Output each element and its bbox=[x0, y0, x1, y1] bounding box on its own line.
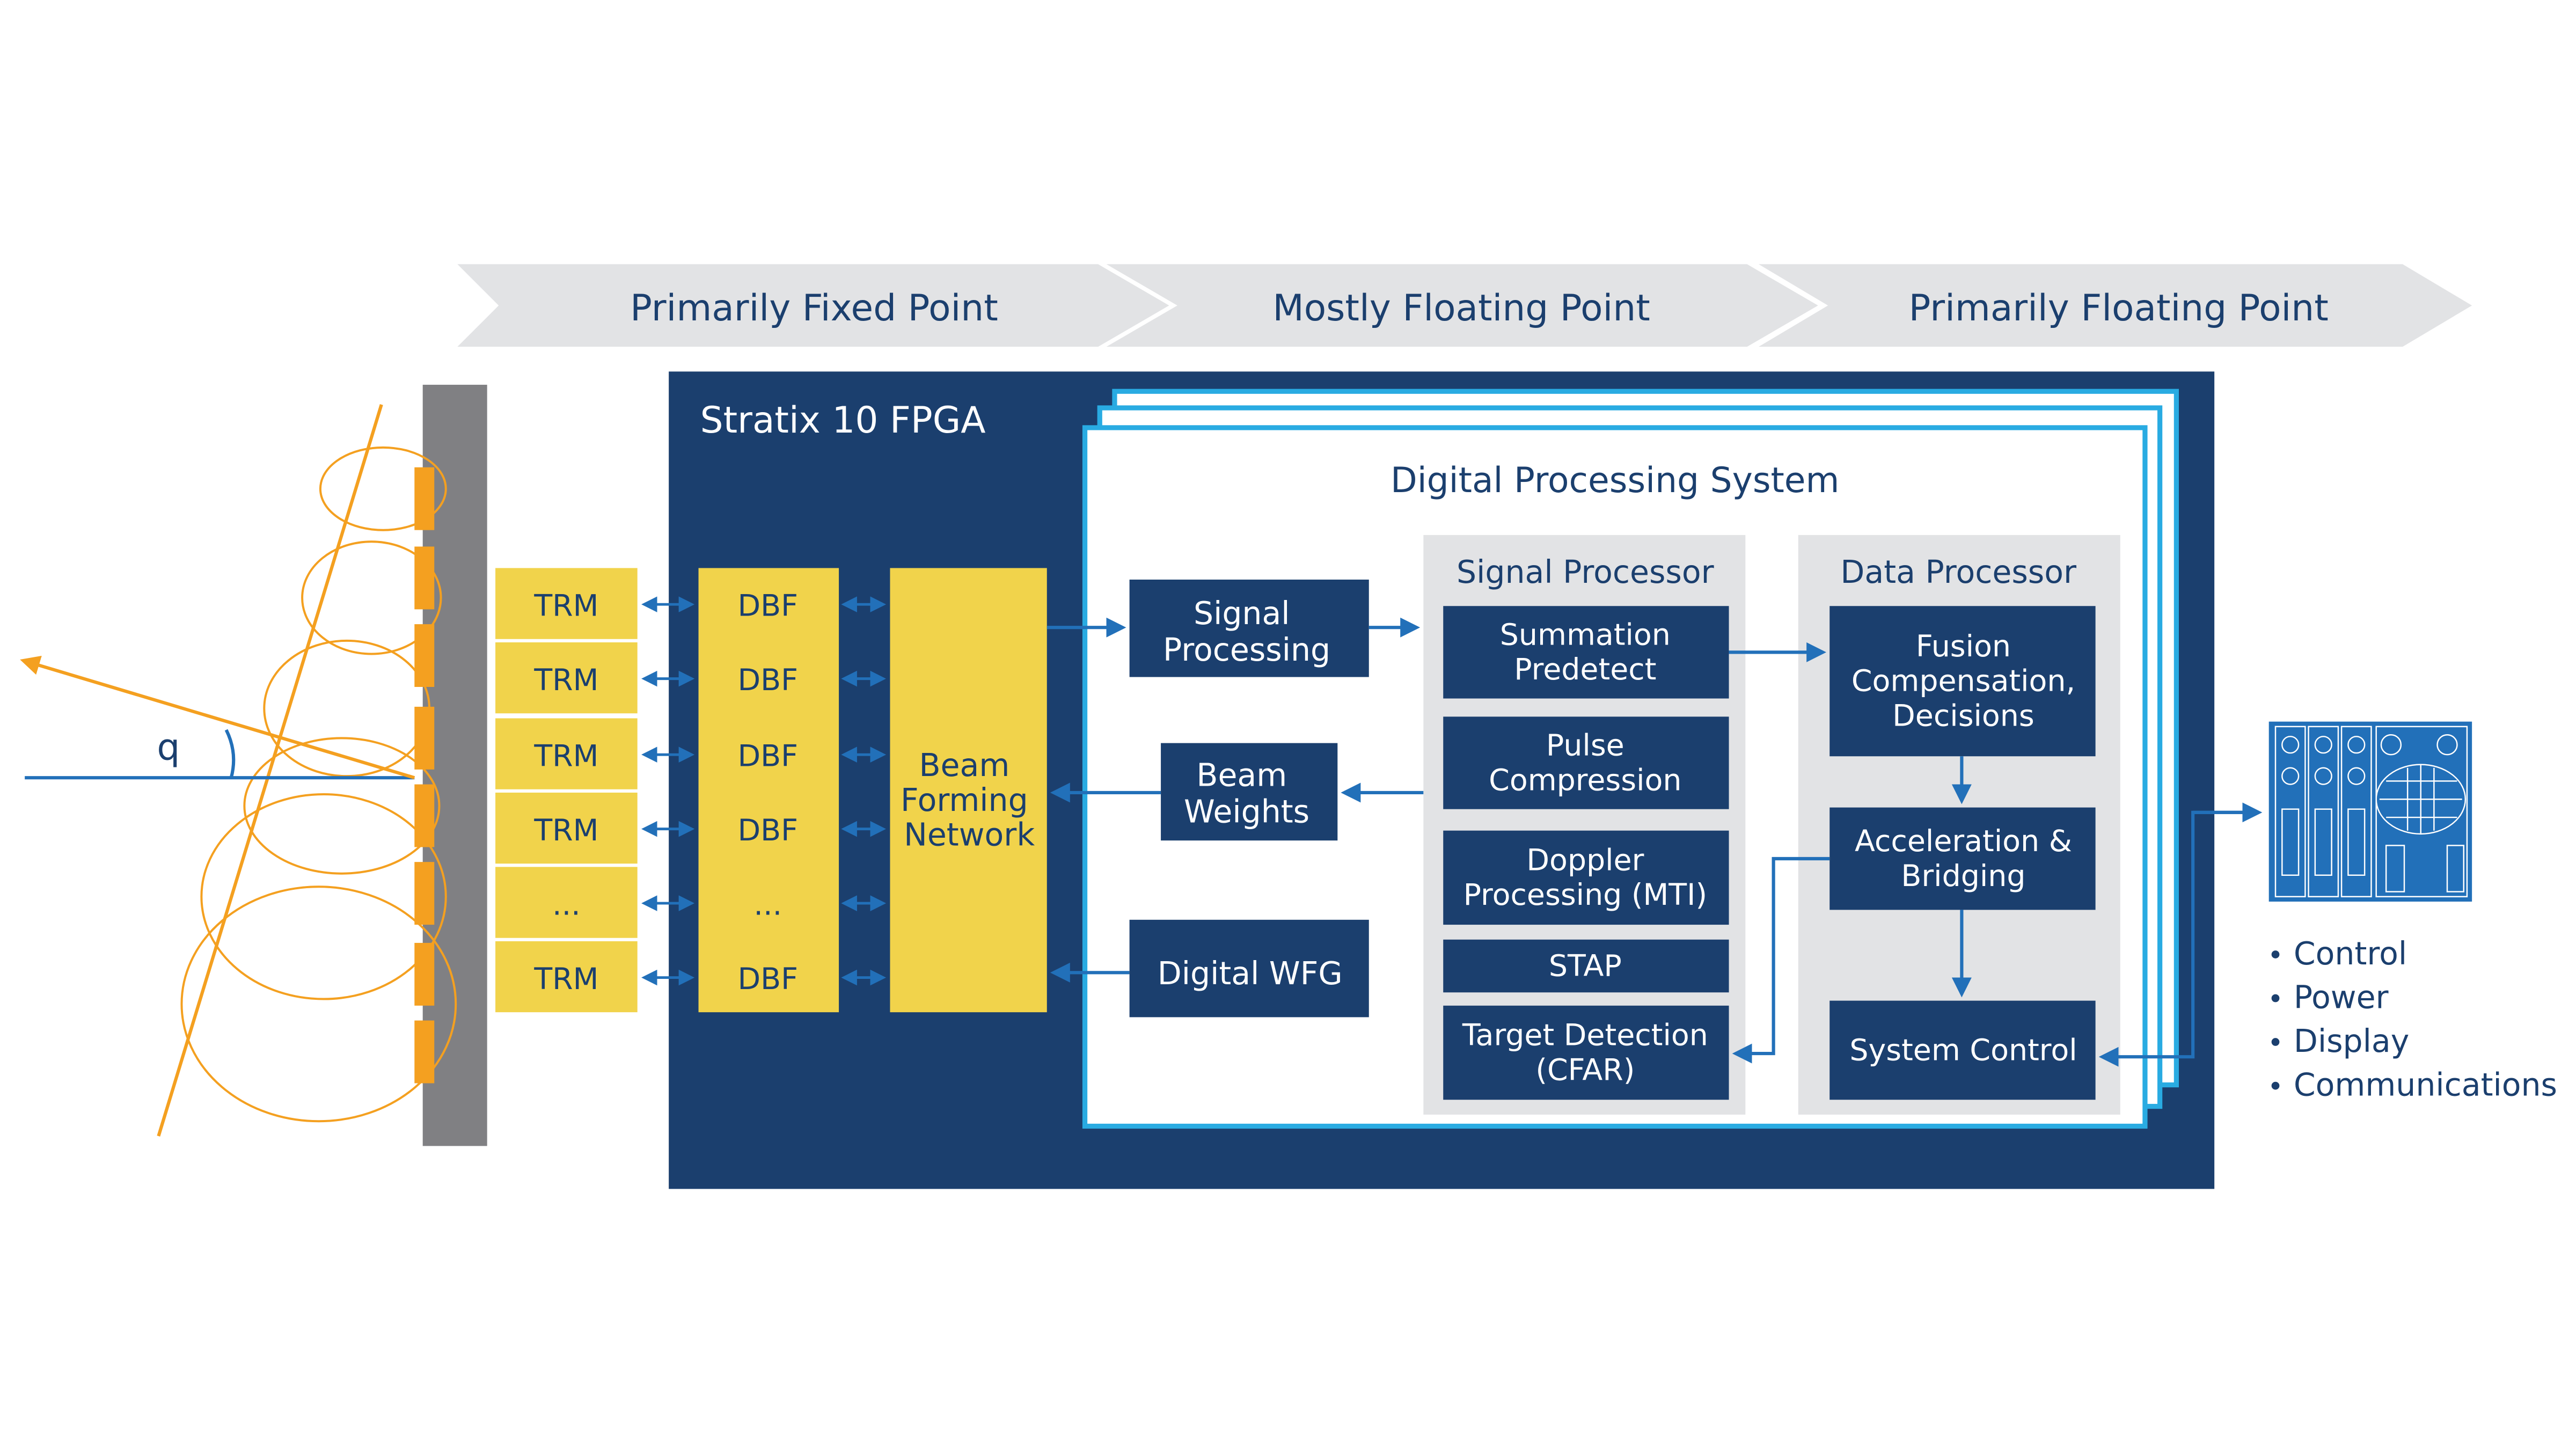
dbf-label: DBF bbox=[738, 740, 798, 774]
bullet-dot-icon bbox=[2271, 1038, 2280, 1046]
trm-label: TRM bbox=[533, 962, 598, 997]
signal-processor-block bbox=[1443, 716, 1729, 809]
stage-label-3: Primarily Floating Point bbox=[1909, 287, 2329, 329]
signal-processor-title: Signal Processor bbox=[1457, 554, 1715, 590]
lobe bbox=[301, 540, 442, 655]
dbf-label: ... bbox=[753, 888, 782, 923]
trm-label: TRM bbox=[533, 589, 598, 624]
lobe bbox=[243, 737, 441, 875]
antenna-elements bbox=[414, 467, 435, 1084]
stage-label-2: Mostly Floating Point bbox=[1272, 287, 1650, 329]
external-function-item: Display bbox=[2294, 1023, 2409, 1059]
trm-box bbox=[495, 867, 638, 938]
antenna-array-illustration: q bbox=[20, 384, 487, 1146]
signal-processor-block-label: Target Detection(CFAR) bbox=[1462, 1019, 1708, 1088]
signal-processor-block bbox=[1443, 830, 1729, 925]
stage-label-1: Primarily Fixed Point bbox=[630, 287, 998, 329]
angle-arc bbox=[224, 729, 236, 779]
dbf-label: DBF bbox=[738, 663, 798, 698]
rack-system-icon bbox=[2268, 721, 2472, 902]
bullet-dot-icon bbox=[2271, 994, 2280, 1002]
data-processor-block bbox=[1829, 807, 2096, 910]
signal-processor-block bbox=[1443, 1005, 1729, 1100]
beam-weights-label: Beam Weights bbox=[1184, 757, 1309, 830]
signal-processing-block bbox=[1129, 580, 1369, 677]
bullet-dot-icon bbox=[2271, 950, 2280, 958]
flow-arrows bbox=[1046, 617, 2263, 1067]
stage-chevron-2 bbox=[1106, 264, 1818, 347]
dbf-label: DBF bbox=[738, 962, 798, 997]
data-processor-block-label: System Control bbox=[1849, 1033, 2077, 1067]
trm-label: ... bbox=[552, 888, 581, 923]
trm-column: TRM TRM TRM TRM... TRM bbox=[495, 568, 638, 1013]
data-processor-block bbox=[1829, 606, 2096, 757]
trm-box bbox=[495, 941, 638, 1013]
signal-processor-block bbox=[1443, 606, 1729, 699]
fpga-title: Stratix 10 FPGA bbox=[700, 399, 986, 441]
signal-processor-block bbox=[1443, 939, 1729, 993]
dps-title: Digital Processing System bbox=[1391, 460, 1840, 501]
lobe bbox=[180, 885, 457, 1123]
trm-label: TRM bbox=[533, 663, 598, 698]
external-function-item: Communications bbox=[2294, 1067, 2557, 1103]
lobe bbox=[319, 446, 447, 531]
trm-dbf-bfn-links bbox=[641, 596, 887, 986]
trm-box bbox=[495, 568, 638, 639]
stage-chevron-3 bbox=[1758, 264, 2472, 347]
trm-label: TRM bbox=[533, 814, 598, 848]
trm-box bbox=[495, 642, 638, 714]
dbf-label: DBF bbox=[738, 589, 798, 624]
trm-box bbox=[495, 718, 638, 789]
dbf-label: DBF bbox=[738, 814, 798, 848]
trm-label: TRM bbox=[533, 740, 598, 774]
stage-chevron-1 bbox=[457, 264, 1169, 347]
beam-forming-network bbox=[890, 568, 1047, 1013]
angle-label: q bbox=[157, 726, 180, 768]
bfn-label: Beam Forming Network bbox=[901, 747, 1038, 853]
lobe bbox=[200, 793, 447, 1000]
signal-processing-label: Signal Processing bbox=[1163, 595, 1330, 668]
beam-weights-block bbox=[1161, 743, 1338, 841]
bullet-dot-icon bbox=[2271, 1081, 2280, 1090]
dbf-labels: DBF DBF DBF DBF... DBF bbox=[738, 589, 798, 997]
wavefront-line bbox=[157, 404, 383, 1137]
beam-direction-arrow bbox=[20, 655, 415, 780]
data-processor-block-label: Acceleration &Bridging bbox=[1855, 824, 2072, 894]
external-function-item: Control bbox=[2294, 935, 2407, 972]
signal-processor-block-label: STAP bbox=[1549, 949, 1622, 983]
data-processor-title: Data Processor bbox=[1840, 554, 2077, 590]
digital-wfg-label: Digital WFG bbox=[1158, 955, 1343, 992]
arrow-accel-to-target-detection bbox=[1732, 857, 1830, 1064]
data-processor-block bbox=[1829, 1000, 2096, 1100]
dbf-column bbox=[698, 568, 839, 1013]
stage-chevrons: Primarily Fixed Point Mostly Floating Po… bbox=[457, 264, 2472, 347]
digital-wfg-block bbox=[1129, 919, 1369, 1018]
external-function-item: Power bbox=[2294, 979, 2389, 1015]
trm-box bbox=[495, 792, 638, 864]
